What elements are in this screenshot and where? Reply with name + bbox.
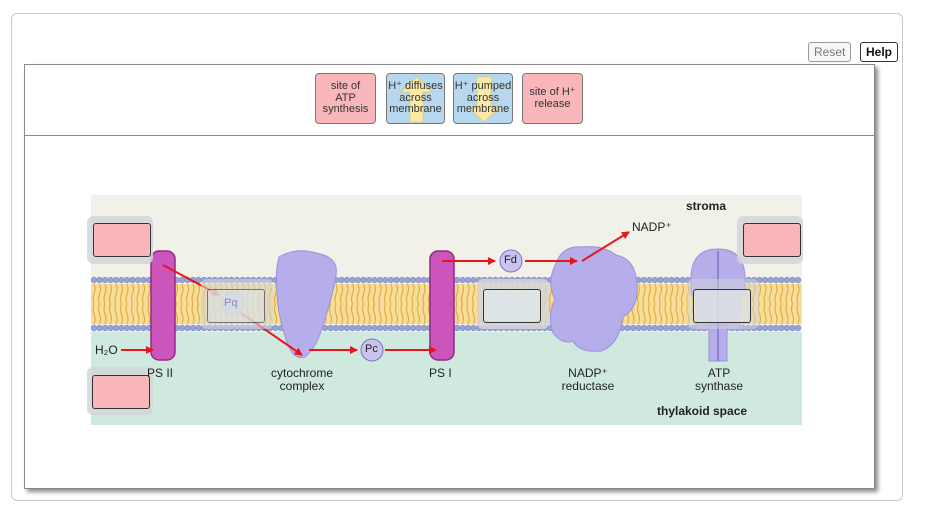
- fd-label: Fd: [504, 254, 517, 266]
- nadp-reductase-label-line: NADP⁺: [568, 366, 608, 380]
- electron-flow-arrows: [121, 231, 630, 356]
- cytochrome-complex-shape: [275, 250, 337, 358]
- atp-synthase-label-line: ATP: [707, 366, 731, 380]
- label-text-line: synthesis: [322, 103, 369, 116]
- down-arrow-icon: [466, 76, 502, 123]
- thylakoid-space-label: thylakoid space: [657, 404, 748, 418]
- pq-label: Pq: [224, 297, 238, 309]
- label-text-line: membrane: [389, 103, 442, 116]
- label-text-line: ATP: [335, 91, 356, 104]
- label-text-line: H⁺ pumped: [454, 80, 512, 93]
- cytochrome-complex-label: cytochrome complex: [267, 367, 337, 393]
- ps1-shape: [429, 250, 455, 361]
- up-arrow-icon: [400, 76, 433, 123]
- ps1-label: PS I: [429, 366, 452, 380]
- label-text-line: site of: [330, 80, 361, 93]
- panel-divider: [25, 135, 874, 136]
- pc-circle: [360, 338, 384, 362]
- cytochrome-label-line: complex: [279, 379, 325, 393]
- atp-synthase-label-line: synthase: [694, 379, 744, 393]
- drop-zone-1[interactable]: [93, 223, 151, 257]
- fd-circle: [499, 249, 523, 273]
- drop-zone-4[interactable]: [483, 289, 541, 323]
- label-text-line: across: [466, 91, 500, 104]
- h2o-label: H₂O: [95, 343, 118, 357]
- drop-zone-3[interactable]: [207, 289, 265, 323]
- help-button[interactable]: Help: [860, 42, 899, 62]
- atp-synthase-label: ATP synthase: [684, 367, 754, 393]
- label-text-line: release: [534, 97, 571, 110]
- thylakoid-diagram: stroma thylakoid space Pq Pc Fd NADP⁺ H₂…: [87, 195, 803, 425]
- nadp-label: NADP⁺: [632, 220, 672, 234]
- cytochrome-label-line: cytochrome: [270, 366, 334, 380]
- label-text-line: H⁺ diffuses: [388, 80, 443, 93]
- label-card-h-pumped[interactable]: H⁺ pumped across membrane: [453, 73, 513, 124]
- stroma-label: stroma: [686, 199, 727, 213]
- ps2-label: PS II: [147, 366, 174, 380]
- ps2-shape: [150, 250, 176, 361]
- reset-button[interactable]: Reset: [808, 42, 852, 62]
- label-text-line: membrane: [456, 103, 510, 116]
- nadp-reductase-label: NADP⁺ reductase: [553, 367, 623, 393]
- label-card-h-diffuses[interactable]: H⁺ diffuses across membrane: [386, 73, 445, 124]
- nadp-reductase-label-line: reductase: [561, 379, 615, 393]
- drop-zone-5[interactable]: [693, 289, 751, 323]
- label-text-line: across: [399, 91, 432, 104]
- pc-label: Pc: [365, 343, 378, 355]
- drop-zone-2[interactable]: [92, 375, 150, 409]
- label-card-site-h-release[interactable]: site of H⁺ release: [522, 73, 583, 124]
- label-text-line: site of H⁺: [529, 86, 576, 98]
- drop-zone-6[interactable]: [743, 223, 801, 257]
- label-card-site-atp[interactable]: site of ATP synthesis: [315, 73, 376, 124]
